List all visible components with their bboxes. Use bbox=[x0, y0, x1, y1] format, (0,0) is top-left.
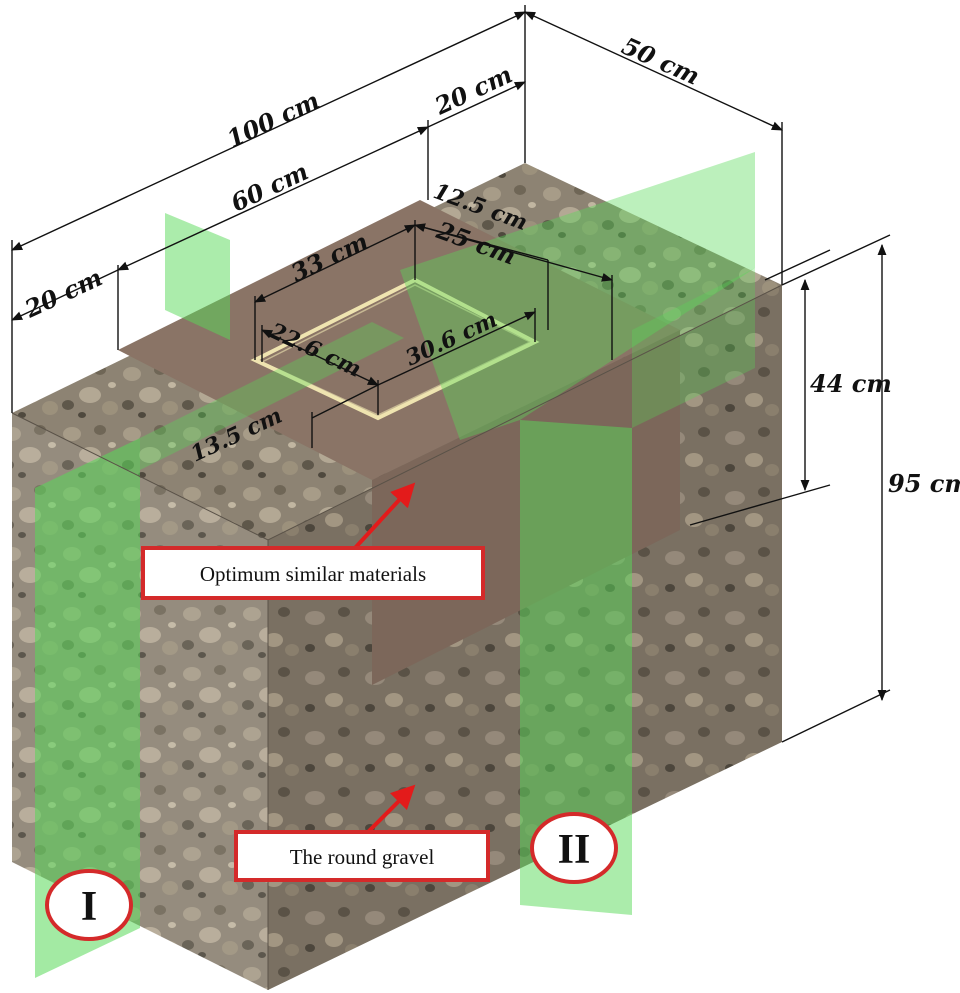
dim-left-offset: 20 cm bbox=[19, 263, 106, 324]
section-2-label: II bbox=[558, 827, 591, 873]
dimension-lines bbox=[10, 5, 891, 743]
section-plane-2 bbox=[400, 152, 755, 915]
section-1-label: I bbox=[81, 884, 97, 930]
dim-right-offset: 20 cm bbox=[429, 60, 516, 121]
similar-materials-label: Optimum similar materials bbox=[200, 562, 426, 586]
section-marker-2: II bbox=[530, 812, 618, 884]
callout-similar-materials: Optimum similar materials bbox=[141, 482, 485, 600]
dim-inner-length: 60 cm bbox=[226, 157, 312, 218]
dim-fill-height: 44 cm bbox=[810, 369, 892, 398]
dim-total-height: 95 cm bbox=[888, 469, 960, 498]
dim-overall-length: 100 cm bbox=[222, 86, 323, 154]
callout-gravel: The round gravel bbox=[234, 784, 490, 882]
dim-depth: 50 cm bbox=[618, 31, 704, 91]
block-edges bbox=[11, 284, 783, 990]
gravel-label: The round gravel bbox=[290, 845, 435, 869]
section-marker-1: I bbox=[45, 869, 133, 941]
